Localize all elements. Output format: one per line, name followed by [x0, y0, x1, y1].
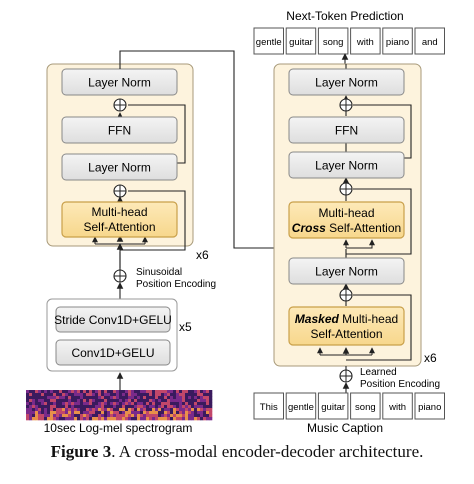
- caption-text: . A cross-modal encoder-decoder architec…: [111, 442, 424, 461]
- input-token: song: [350, 392, 381, 420]
- svg-text:Stride Conv1D+GELU: Stride Conv1D+GELU: [54, 313, 172, 327]
- conv-stack: Stride Conv1D+GELU Conv1D+GELU x5: [46, 298, 192, 372]
- architecture-diagram: Layer Norm FFN Layer Norm Multi-head Sel…: [26, 9, 445, 435]
- svg-text:This: This: [260, 402, 278, 413]
- svg-text:Self-Attention: Self-Attention: [310, 327, 382, 341]
- output-token: piano: [382, 27, 413, 55]
- svg-text:Sinusoidal: Sinusoidal: [136, 267, 182, 278]
- decoder-add-top: [339, 98, 353, 112]
- decoder-layer-norm-cross: Layer Norm: [288, 151, 405, 179]
- figure-number: Figure 3: [50, 442, 112, 461]
- output-token: song: [317, 27, 349, 55]
- decoder-ffn: FFN: [288, 116, 405, 144]
- conv-repeat-label: x5: [179, 320, 192, 334]
- svg-text:Layer Norm: Layer Norm: [315, 76, 378, 90]
- svg-text:Masked Multi-head: Masked Multi-head: [295, 312, 398, 326]
- svg-text:FFN: FFN: [335, 124, 358, 138]
- svg-text:piano: piano: [418, 402, 441, 413]
- input-token: with: [382, 392, 413, 420]
- figure-caption: Figure 3. A cross-modal encoder-decoder …: [0, 442, 474, 462]
- svg-text:Layer Norm: Layer Norm: [88, 76, 151, 90]
- input-token-row: This gentle guitar song with piano: [253, 392, 445, 420]
- svg-text:Multi-head: Multi-head: [91, 205, 147, 219]
- encoder-position-encoding: Sinusoidal Position Encoding: [113, 267, 216, 290]
- svg-text:Multi-head: Multi-head: [318, 206, 374, 220]
- output-token: and: [414, 27, 445, 55]
- output-token: guitar: [285, 27, 317, 55]
- svg-text:Position Encoding: Position Encoding: [136, 279, 216, 290]
- svg-text:Layer Norm: Layer Norm: [315, 265, 378, 279]
- svg-text:guitar: guitar: [289, 37, 313, 48]
- svg-text:FFN: FFN: [108, 124, 131, 138]
- svg-text:piano: piano: [386, 37, 409, 48]
- svg-text:Layer Norm: Layer Norm: [88, 161, 151, 175]
- input-token: guitar: [317, 392, 349, 420]
- encoder-add-top: [113, 98, 127, 112]
- encoder-ffn: FFN: [61, 116, 178, 144]
- decoder-position-encoding: Learned Position Encoding: [339, 367, 440, 390]
- conv-block: Conv1D+GELU: [55, 339, 171, 366]
- input-token: piano: [414, 392, 445, 420]
- decoder-layer-norm-top: Layer Norm: [288, 68, 405, 96]
- svg-text:Position Encoding: Position Encoding: [360, 379, 440, 390]
- music-caption-label: Music Caption: [307, 421, 383, 435]
- encoder-repeat-label: x6: [196, 248, 209, 262]
- svg-text:and: and: [422, 37, 438, 48]
- decoder-add-masked: [339, 288, 353, 302]
- svg-text:guitar: guitar: [321, 402, 345, 413]
- encoder-add-mid: [113, 184, 127, 198]
- svg-text:Conv1D+GELU: Conv1D+GELU: [71, 346, 154, 360]
- svg-text:Learned: Learned: [360, 367, 397, 378]
- next-token-title: Next-Token Prediction: [286, 9, 403, 23]
- svg-text:gentle: gentle: [288, 402, 314, 413]
- output-token: with: [350, 27, 381, 55]
- svg-text:gentle: gentle: [256, 37, 282, 48]
- stride-conv-block: Stride Conv1D+GELU: [54, 306, 172, 333]
- encoder-layer-norm-top: Layer Norm: [61, 68, 178, 96]
- decoder-add-cross: [339, 182, 353, 196]
- input-token: gentle: [285, 392, 317, 420]
- spectrogram-label: 10sec Log-mel spectrogram: [44, 421, 193, 435]
- encoder-layer-norm-mid: Layer Norm: [61, 153, 178, 181]
- svg-text:song: song: [355, 402, 376, 413]
- svg-text:Self-Attention: Self-Attention: [83, 220, 155, 234]
- log-mel-spectrogram: [26, 390, 213, 421]
- encoder-stack: Layer Norm FFN Layer Norm Multi-head Sel…: [46, 63, 209, 277]
- decoder-stack: Layer Norm FFN Layer Norm Multi-head Cro…: [273, 63, 437, 382]
- decoder-masked-attention: Masked Multi-head Self-Attention: [288, 306, 405, 346]
- svg-text:with: with: [388, 402, 406, 413]
- encoder-self-attention: Multi-head Self-Attention: [61, 201, 178, 238]
- decoder-repeat-label: x6: [424, 351, 437, 365]
- svg-text:Layer Norm: Layer Norm: [315, 159, 378, 173]
- svg-text:Cross Self-Attention: Cross Self-Attention: [292, 221, 401, 235]
- input-token: This: [253, 392, 284, 420]
- output-token-row: gentle guitar song with piano and: [253, 27, 445, 55]
- svg-text:with: with: [356, 37, 374, 48]
- svg-text:song: song: [323, 37, 344, 48]
- output-token: gentle: [253, 27, 284, 55]
- decoder-cross-attention: Multi-head Cross Self-Attention: [288, 201, 405, 239]
- decoder-layer-norm-masked: Layer Norm: [288, 257, 405, 285]
